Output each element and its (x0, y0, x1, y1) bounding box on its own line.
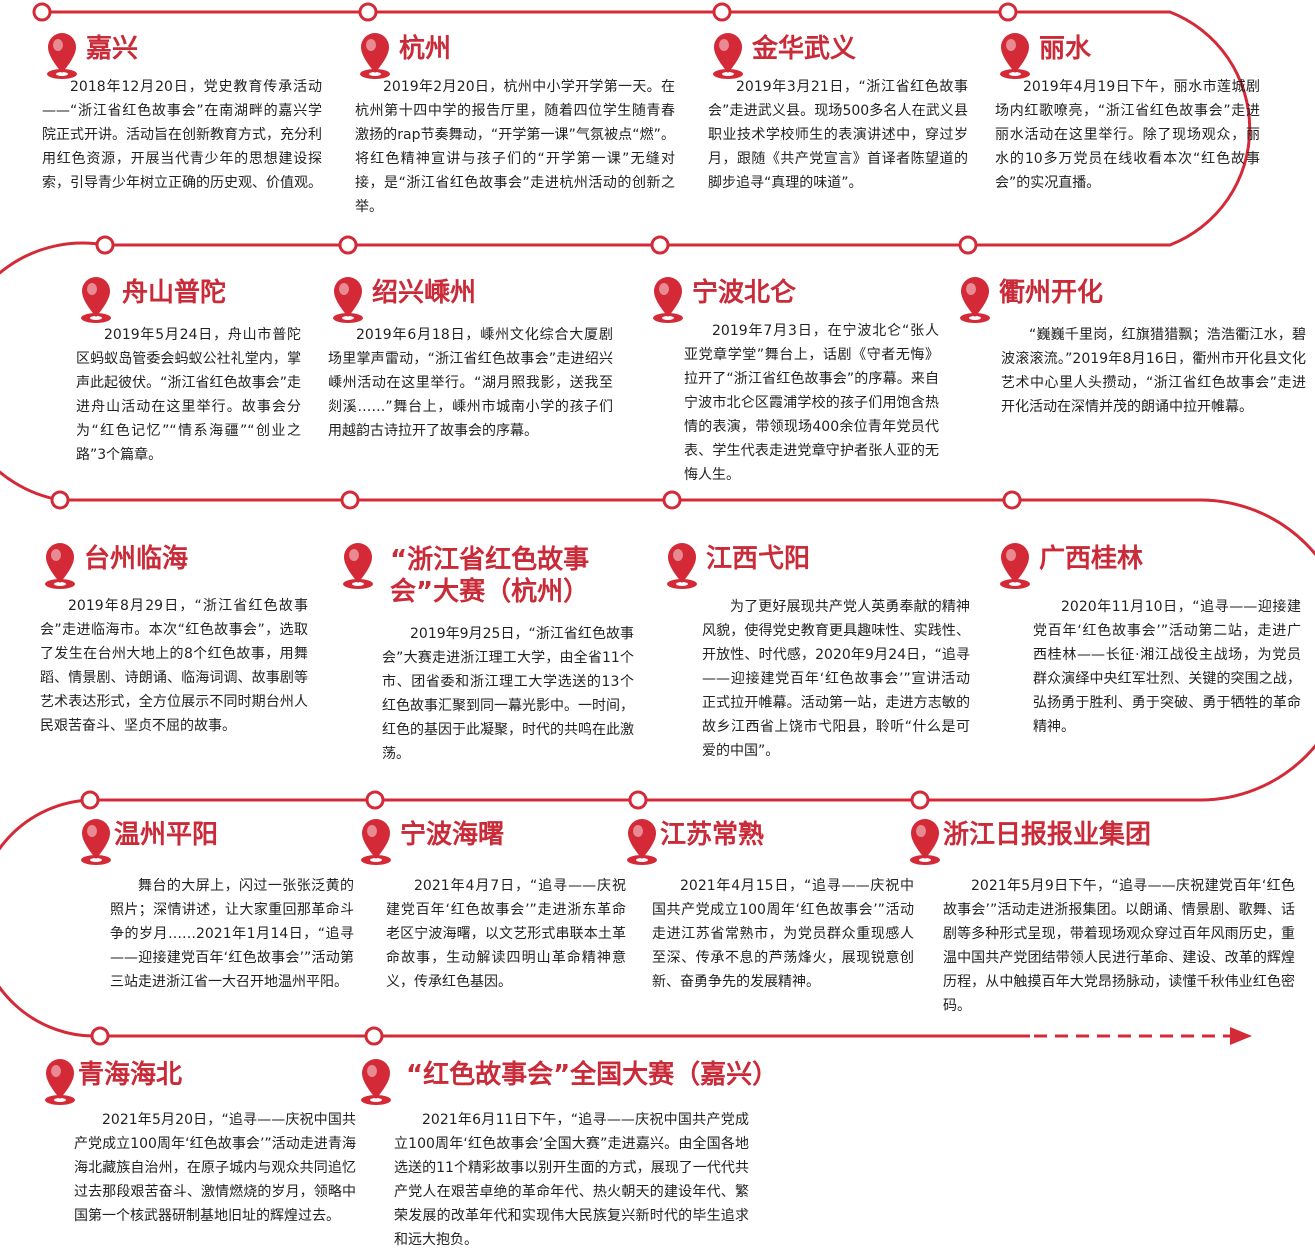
stop-title: 宁波海曙 (400, 820, 505, 850)
stop-title: 绍兴嵊州 (372, 278, 477, 308)
location-pin-icon (713, 33, 743, 79)
timeline-node (80, 790, 100, 810)
stop-title: 嘉兴 (86, 34, 139, 64)
timeline-node (340, 490, 360, 510)
location-pin-icon (81, 819, 111, 865)
timeline-node (364, 1026, 384, 1046)
location-pin-icon (627, 819, 657, 865)
timeline-node (50, 490, 70, 510)
stop-title: 江苏常熟 (660, 820, 765, 850)
location-pin-icon (1000, 543, 1030, 589)
stop-description: 2021年4月15日，“追寻——庆祝中国共产党成立100周年‘红色故事会’”活动… (652, 878, 914, 990)
timeline-node (90, 1026, 110, 1046)
timeline-node (365, 790, 385, 810)
stop-description: 舞台的大屏上，闪过一张张泛黄的照片；深情讲述，让大家重回那革命斗争的岁月……20… (110, 878, 354, 990)
location-pin-icon (81, 277, 111, 323)
stop-description: 2019年4月19日下午，丽水市莲城剧场内红歌嘹亮，“浙江省红色故事会”走进丽水… (995, 79, 1260, 191)
stop-description: 2021年5月20日，“追寻——庆祝中国共产党成立100周年‘红色故事会’”活动… (74, 1112, 356, 1224)
stop-description: 2018年12月20日，党史教育传承活动——“浙江省红色故事会”在南湖畔的嘉兴学… (42, 79, 322, 191)
location-pin-icon (667, 543, 697, 589)
location-pin-icon (653, 277, 683, 323)
timeline-node (998, 2, 1018, 22)
timeline-node (650, 235, 670, 255)
stop-title: 台州临海 (84, 544, 189, 574)
location-pin-icon (910, 819, 940, 865)
location-pin-icon (45, 1059, 75, 1105)
stop-title: 舟山普陀 (122, 278, 227, 308)
stop-title: 宁波北仑 (692, 278, 797, 308)
stop-description: 2019年3月21日，“浙江省红色故事会”走进武义县。现场500多名人在武义县职… (708, 79, 968, 191)
location-pin-icon (360, 33, 390, 79)
location-pin-icon (361, 1059, 391, 1105)
timeline-node (32, 2, 52, 22)
stop-title: 金华武义 (752, 34, 857, 64)
stop-title: 杭州 (399, 34, 452, 64)
stop-description: 2019年9月25日，“浙江省红色故事会”大赛走进浙江理工大学，由全省11个市、… (382, 626, 634, 762)
timeline-path (0, 10, 1315, 1038)
location-pin-icon (333, 277, 363, 323)
location-pin-icon (1000, 33, 1030, 79)
stop-title: 温州平阳 (114, 820, 219, 850)
stop-description: 2019年6月18日，嵊州文化综合大厦剧场里掌声雷动，“浙江省红色故事会”走进绍… (328, 327, 613, 439)
timeline-node (358, 2, 378, 22)
timeline-node (1002, 490, 1022, 510)
stop-description: 2019年7月3日，在宁波北仑“张人亚党章学堂”舞台上，话剧《守者无悔》拉开了“… (684, 323, 939, 483)
stop-description: 2019年5月24日，舟山市普陀区蚂蚁岛管委会蚂蚁公社礼堂内，掌声此起彼伏。“浙… (76, 327, 301, 463)
timeline-node (628, 790, 648, 810)
stop-description: 2021年6月11日下午，“追寻——庆祝中国共产党成立100周年‘红色故事会’全… (394, 1112, 749, 1248)
location-pin-icon (960, 277, 990, 323)
timeline-node (95, 235, 115, 255)
timeline-node (910, 790, 930, 810)
stop-title: 广西桂林 (1039, 544, 1144, 574)
stop-title: 江西弋阳 (706, 544, 811, 574)
stop-description: 2021年5月9日下午，“追寻——庆祝建党百年‘红色故事会’”活动走进浙报集团。… (943, 878, 1295, 1014)
stop-title: 青海海北 (78, 1060, 183, 1090)
timeline-arrowhead (1230, 1027, 1252, 1045)
location-pin-icon (343, 543, 373, 589)
stop-description: “巍巍千里岗，红旗猎猎飘；浩浩衢江水，碧波滚滚流。”2019年8月16日，衢州市… (1001, 327, 1306, 415)
stop-description: 2019年8月29日，“浙江省红色故事会”走进临海市。本次“红色故事会”，选取了… (40, 598, 308, 734)
stop-description: 2020年11月10日，“追寻——迎接建党百年‘红色故事会’”活动第二站，走进广… (1033, 599, 1301, 735)
timeline-node (958, 235, 978, 255)
timeline-node (712, 2, 732, 22)
stop-description: 2021年4月7日，“追寻——庆祝建党百年‘红色故事会’”走进浙东革命老区宁波海… (386, 878, 626, 990)
stop-title: “浙江省红色故事会”大赛（杭州） (390, 545, 590, 607)
stop-title: 丽水 (1039, 34, 1092, 64)
timeline-node (338, 235, 358, 255)
stop-title: 浙江日报报业集团 (943, 820, 1152, 850)
location-pin-icon (45, 543, 75, 589)
location-pin-icon (47, 33, 77, 79)
stop-description: 2019年2月20日，杭州中小学开学第一天。在杭州第十四中学的报告厅里，随着四位… (355, 79, 675, 215)
stop-title: 衢州开化 (999, 278, 1104, 308)
timeline-node (662, 490, 682, 510)
stop-title: “红色故事会”全国大赛（嘉兴） (406, 1060, 779, 1090)
location-pin-icon (361, 819, 391, 865)
stop-description: 为了更好展现共产党人英勇奉献的精神风貌，使得党史教育更具趣味性、实践性、开放性、… (702, 599, 970, 759)
